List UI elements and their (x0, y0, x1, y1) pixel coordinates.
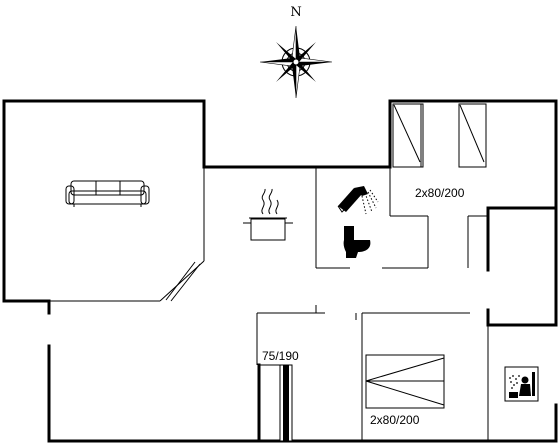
interior-walls (47, 167, 489, 441)
upper-bedroom-bed-label: 2x80/200 (415, 186, 465, 200)
bay-window (159, 260, 205, 302)
lower-bedroom-bed-label: 2x80/200 (370, 413, 420, 427)
small-bedroom-bed-label: 75/190 (262, 349, 299, 363)
bunk-bed (365, 354, 445, 409)
sofa-icon (65, 180, 150, 207)
compass-rose-icon (259, 25, 333, 99)
sauna-icon (504, 366, 539, 402)
cooking-pot-icon (243, 188, 293, 241)
compass: N (259, 5, 333, 99)
wardrobes (392, 103, 487, 168)
narrow-bed (279, 364, 293, 442)
shower-icon (337, 186, 379, 215)
toilet-icon (343, 226, 371, 258)
north-label: N (290, 5, 301, 20)
